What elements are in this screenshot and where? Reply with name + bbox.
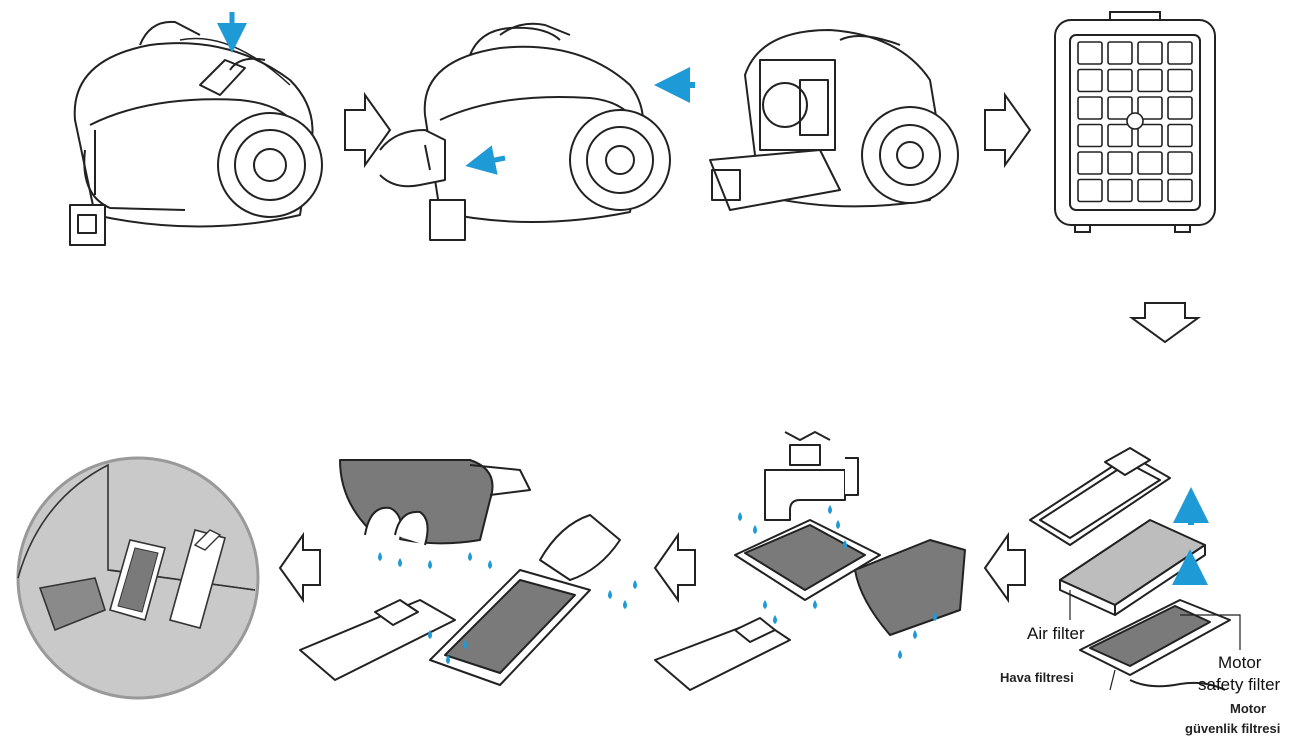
water-drop-icon (843, 540, 847, 549)
grid-cell (1137, 96, 1163, 120)
grid-cell (1107, 151, 1133, 175)
step-arrow-left (278, 531, 321, 604)
label-motor-safety-filter-2: safety filter (1198, 675, 1281, 694)
label-motor-guvenlik-2: güvenlik filtresi (1185, 721, 1281, 736)
grid-cell (1107, 41, 1133, 65)
grid-cell (1077, 151, 1103, 175)
water-drop-icon (828, 505, 832, 514)
water-drop-icon (468, 552, 472, 561)
water-drop-icon (446, 655, 450, 664)
step1-vacuum-press-button (69, 20, 323, 246)
grid-cell (1077, 41, 1103, 65)
water-drop-icon (633, 580, 637, 589)
water-drop-icon (463, 640, 467, 649)
water-drop-icon (763, 600, 767, 609)
step7-squeeze-dry (299, 459, 621, 686)
grid-cell (1137, 68, 1163, 93)
grid-cell (1107, 178, 1133, 203)
grid-center-knob (1126, 112, 1144, 130)
filter-grid-cells (1077, 41, 1193, 203)
water-drop-icon (488, 560, 492, 569)
step5-filter-pieces (1029, 447, 1231, 691)
water-drop-icon (813, 600, 817, 609)
water-drops (378, 552, 637, 664)
label-motor-guvenlik-1: Motor (1230, 701, 1267, 716)
step-arrow-down (1128, 302, 1202, 344)
grid-cell (1167, 41, 1193, 65)
label-leader-lines (1069, 590, 1241, 691)
water-drop-icon (753, 525, 757, 534)
grid-cell (1137, 41, 1163, 65)
water-drop-icon (898, 650, 902, 659)
water-drop-icon (623, 600, 627, 609)
grid-cell (1167, 151, 1193, 175)
grid-cell (1167, 96, 1193, 120)
grid-cell (1167, 178, 1193, 203)
step-arrow-right (344, 91, 392, 169)
water-drop-icon (773, 615, 777, 624)
grid-cell (1107, 68, 1133, 93)
blue-direction-arrow (465, 145, 506, 175)
step-arrow-left (653, 531, 696, 604)
grid-cell (1107, 123, 1133, 148)
grid-cell (1137, 123, 1163, 148)
water-drop-icon (608, 590, 612, 599)
water-drop-icon (933, 612, 937, 621)
grid-cell (1107, 96, 1133, 120)
grid-cell (1167, 68, 1193, 93)
step8-dry-result-circle (16, 456, 260, 700)
water-drop-icon (398, 558, 402, 567)
water-drop-icon (428, 560, 432, 569)
label-air-filter: Air filter (1027, 624, 1085, 643)
grid-cell (1077, 178, 1103, 203)
grid-cell (1077, 123, 1103, 148)
step2-vacuum-open-cover (379, 22, 671, 241)
grid-cell (1137, 151, 1163, 175)
grid-cell (1077, 96, 1103, 120)
step-arrow-right (984, 91, 1032, 169)
step-arrow-left (983, 531, 1026, 604)
water-drop-icon (378, 552, 382, 561)
water-drop-icon (836, 520, 840, 529)
grid-cell (1137, 178, 1163, 203)
step6-wash-under-tap (654, 431, 966, 691)
water-drops (738, 505, 937, 659)
water-drop-icon (428, 630, 432, 639)
water-drop-icon (738, 512, 742, 521)
water-drop-icon (913, 630, 917, 639)
label-hava-filtresi: Hava filtresi (1000, 670, 1074, 685)
grid-cell (1077, 68, 1103, 93)
label-motor-safety-filter-1: Motor (1218, 653, 1262, 672)
step3-vacuum-opened (709, 29, 959, 211)
grid-cell (1167, 123, 1193, 148)
